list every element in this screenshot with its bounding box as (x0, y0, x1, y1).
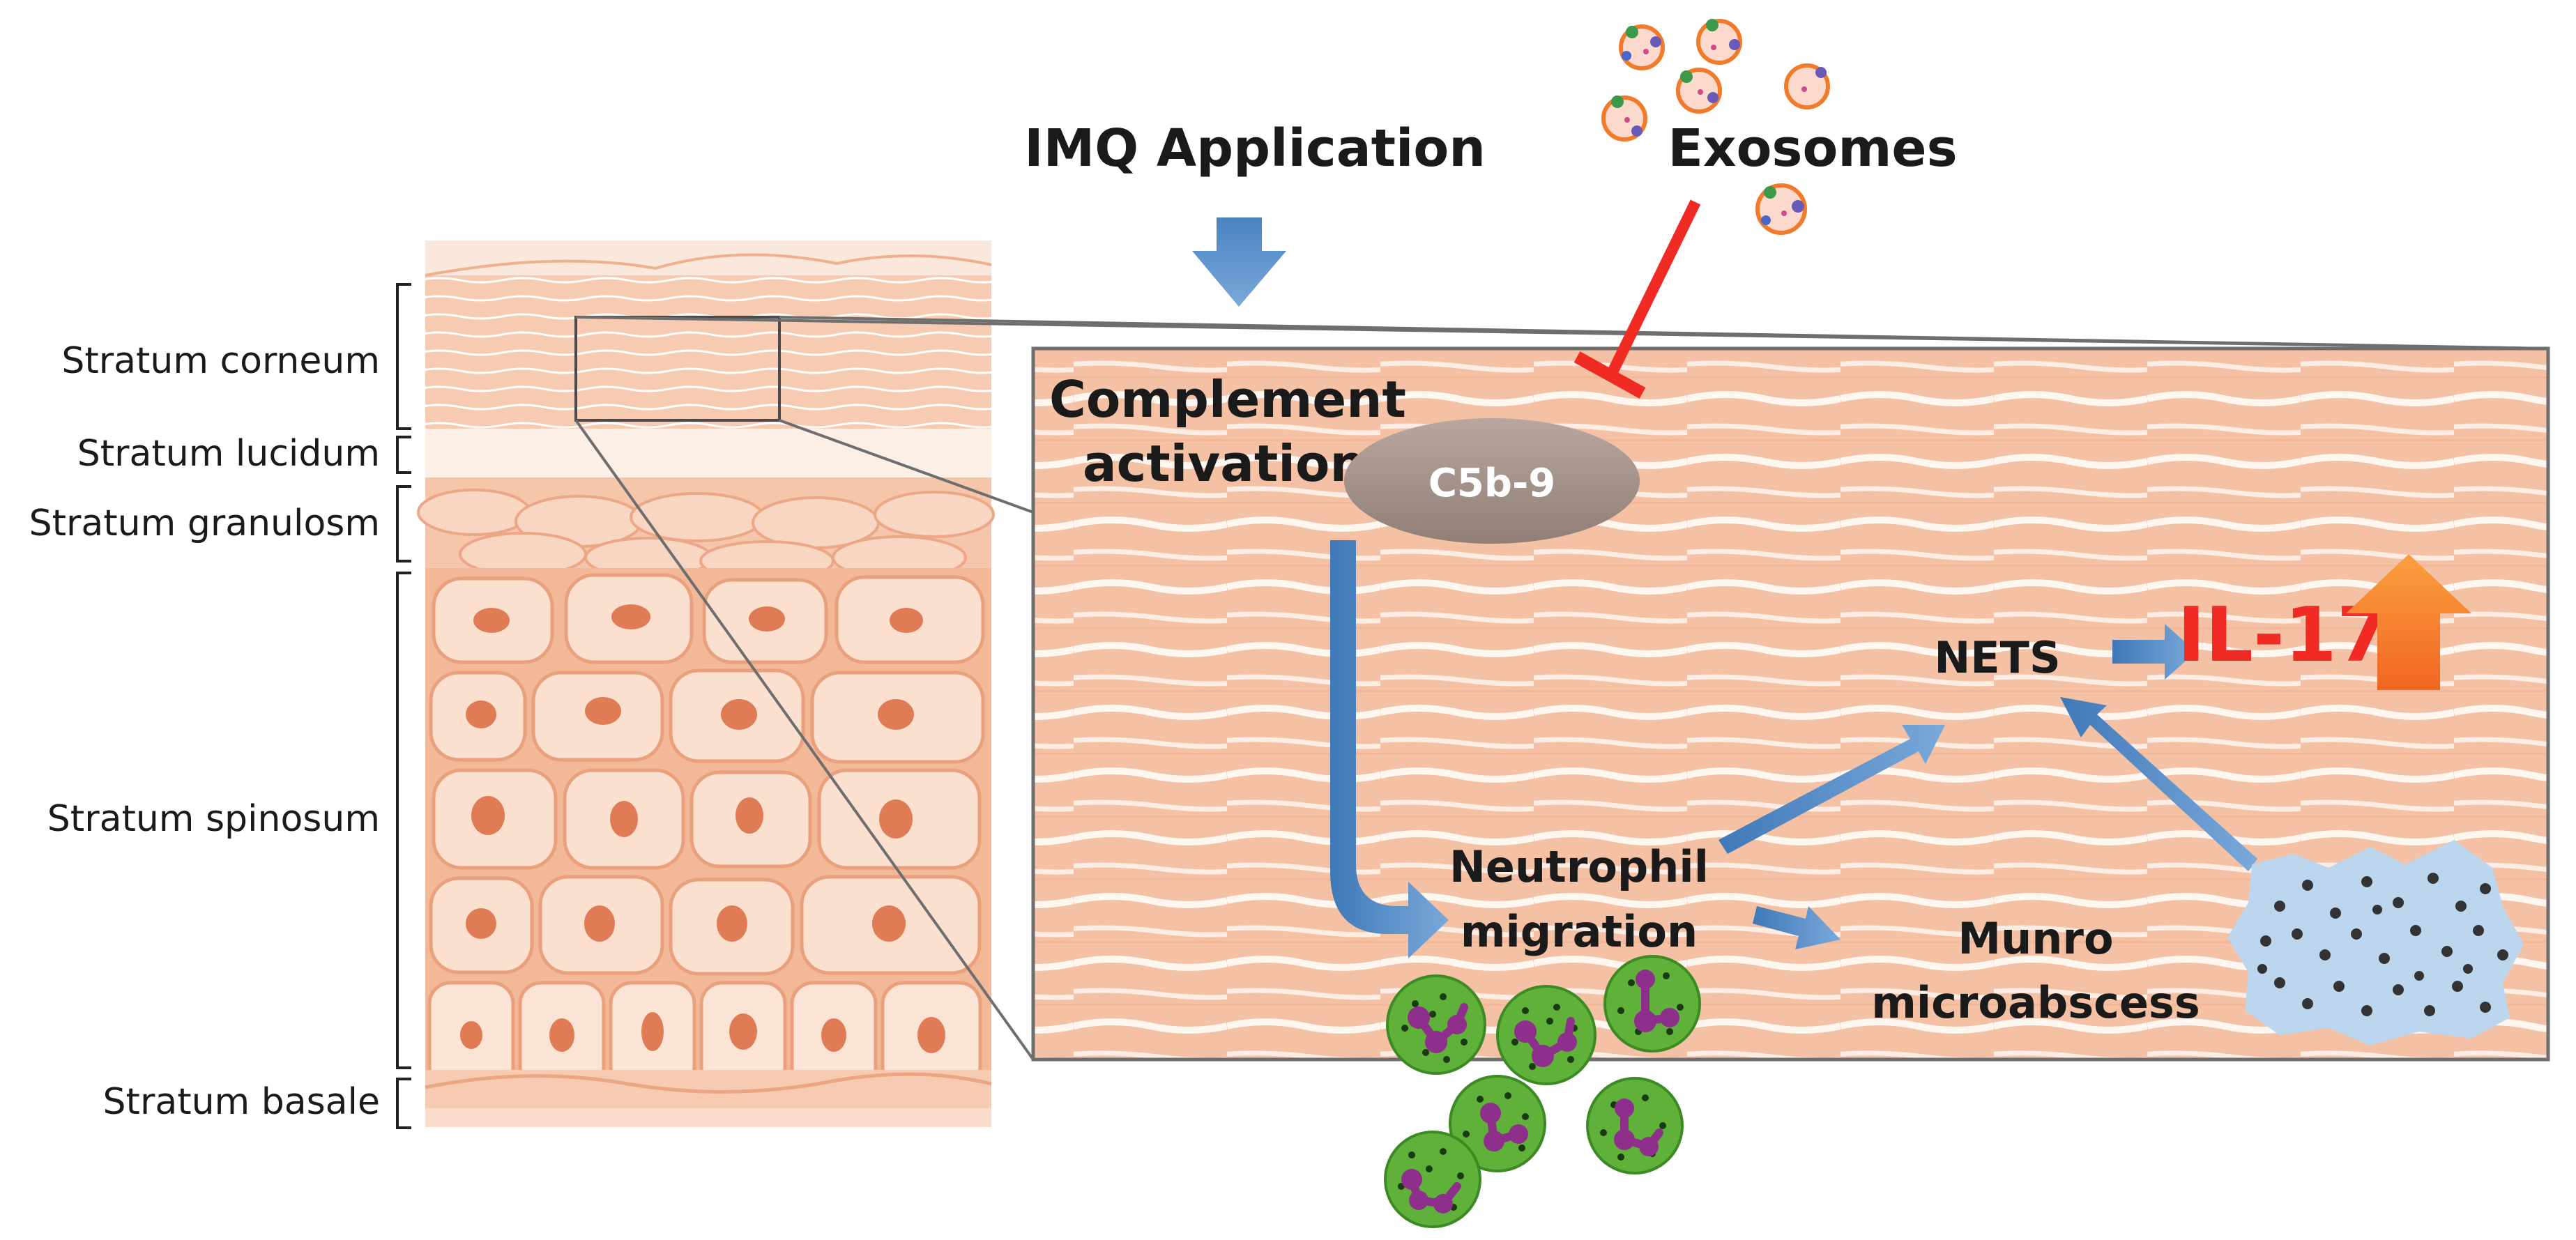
munro-microabscess-label: Munro (1958, 913, 2113, 964)
label-stratum-spinosum: Stratum spinosum (47, 798, 380, 840)
up-arrow-icon (2346, 554, 2471, 690)
neutrophil-migration-label-2: migration (1461, 906, 1698, 957)
neutrophil-icon (1586, 1077, 1684, 1174)
complement-activation-label-2: activation (1083, 434, 1366, 493)
complement-activation-label: Complement (1049, 370, 1406, 429)
nets-to-il17-arrow (2112, 624, 2196, 680)
neutrophil-icon (1496, 985, 1596, 1085)
imq-application-label: IMQ Application (1024, 118, 1486, 178)
c5b9-label: C5b-9 (1428, 461, 1555, 506)
neutrophil-to-munro-arrow (1753, 906, 1840, 949)
c5b9-to-neutrophil-arrow (1330, 540, 1449, 958)
neutrophil-icon (1384, 1131, 1481, 1228)
inhibition-bar-icon (1573, 199, 1701, 399)
zoom-connector-lines (574, 316, 2549, 1061)
exosome-vesicles (1601, 19, 1830, 235)
exosomes-label: Exosomes (1668, 118, 1957, 178)
label-stratum-lucidum: Stratum lucidum (77, 433, 380, 475)
munro-microabscess-blob (2227, 840, 2524, 1046)
abscess-to-nets-arrow (2060, 697, 2257, 871)
down-arrow-icon (1192, 217, 1286, 307)
c5b9-node: C5b-9 (1344, 418, 1640, 544)
neutrophil-icon (1603, 955, 1701, 1053)
neutrophil-migration-label: Neutrophil (1449, 841, 1709, 892)
neutrophil-icon (1449, 1075, 1546, 1172)
label-stratum-corneum: Stratum corneum (61, 340, 380, 382)
neutrophil-cells (1384, 955, 1701, 1228)
skin-cross-section (417, 240, 995, 1127)
munro-microabscess-label-2: microabscess (1871, 977, 2200, 1028)
layer-brackets (396, 283, 411, 1129)
neutrophil-to-nets-arrow (1718, 725, 1945, 854)
neutrophil-icon (1386, 974, 1486, 1075)
label-stratum-granulosm: Stratum granulosm (29, 503, 380, 544)
lucidum-layer (425, 429, 991, 477)
zoom-source-box (574, 316, 781, 422)
nets-label: NETS (1934, 632, 2060, 683)
label-stratum-basale: Stratum basale (103, 1081, 380, 1123)
